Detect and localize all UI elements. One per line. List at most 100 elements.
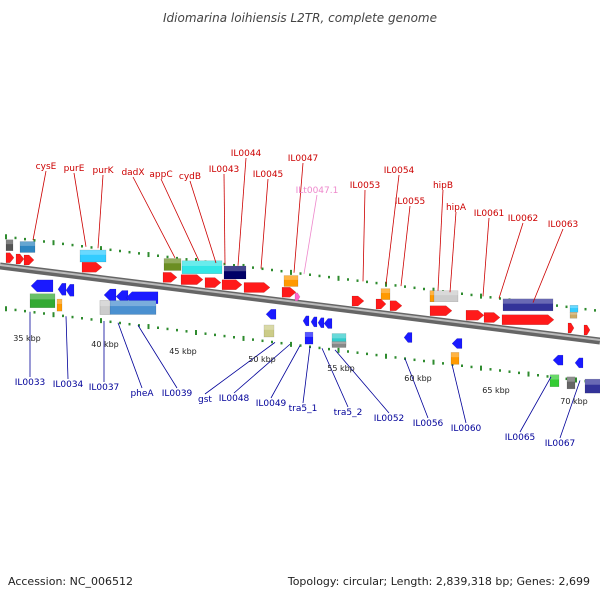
gene-block [163, 258, 182, 271]
reverse-gene-arrow [265, 309, 277, 320]
gene-block [450, 352, 460, 365]
label-leaders [29, 157, 581, 439]
page-title: Idiomarina loihiensis L2TR, complete gen… [163, 11, 437, 25]
gene-block [380, 288, 391, 300]
gene-block [5, 239, 14, 251]
gene-block-shine [305, 332, 313, 337]
forward-label: IL0043 [209, 165, 240, 175]
reverse-gene-arrow [30, 279, 54, 293]
reverse-gene-arrow [103, 288, 117, 302]
forward-label-leader [303, 194, 318, 275]
gene-block [181, 260, 223, 274]
forward-label-leader [189, 180, 217, 264]
forward-label-leader [73, 172, 87, 247]
gene-block [99, 300, 111, 315]
gene-block [283, 275, 299, 287]
gene-block-shine [164, 258, 181, 264]
gene-block [304, 331, 314, 345]
gene-block [584, 378, 600, 394]
forward-label: IL0045 [253, 170, 284, 180]
gene-block-shine [567, 376, 575, 382]
reverse-gene-arrow [65, 284, 75, 297]
gene-block [502, 298, 554, 312]
gene-block-shine [100, 300, 110, 307]
reverse-label: tra5_1 [289, 404, 318, 414]
reverse-gene-arrow [302, 315, 310, 327]
reverse-gene-arrow [403, 332, 413, 343]
gene-block-shine [550, 374, 559, 380]
reverse-label-leader [233, 343, 291, 394]
forward-label: dadX [121, 168, 144, 178]
gene-block-shine [182, 260, 222, 266]
kbp-tick-label: 35 kbp [13, 334, 41, 343]
forward-label: purK [92, 166, 114, 176]
forward-label: appC [149, 170, 172, 180]
forward-label: cydB [179, 172, 201, 182]
forward-label-leader [237, 157, 247, 266]
gene-block [56, 298, 63, 312]
rna-gene-arrow [294, 292, 301, 302]
kbp-tick-label: 55 kbp [327, 364, 355, 373]
forward-gene-arrow [221, 279, 243, 290]
kbp-tick-label: 40 kbp [91, 340, 119, 349]
gene-block-shine [80, 250, 106, 255]
forward-label: ILt0047.1 [296, 186, 339, 196]
forward-gene-arrow [15, 253, 25, 265]
gene-features [5, 239, 600, 394]
forward-gene-arrow [81, 262, 103, 273]
gene-block [429, 290, 435, 302]
gene-block-shine [264, 325, 274, 330]
reverse-label: IL0052 [374, 414, 405, 424]
gene-block-shine [451, 352, 459, 358]
reverse-label: gst [198, 395, 212, 405]
forward-gene-arrow [204, 277, 222, 288]
forward-label: purE [64, 164, 85, 174]
forward-gene-arrow [162, 272, 178, 283]
gene-block [29, 293, 56, 308]
gene-block-shine [6, 239, 13, 245]
kbp-tick-label: 70 kbp [560, 397, 588, 406]
forward-label: IL0053 [350, 181, 381, 191]
forward-label: IL0044 [231, 149, 262, 159]
forward-gene-arrow [243, 282, 271, 293]
reverse-label: IL0060 [451, 424, 482, 434]
reverse-label-leader [204, 342, 276, 395]
reverse-label: IL0065 [505, 433, 536, 443]
forward-label: hipA [446, 203, 467, 213]
forward-label: IL0047 [288, 154, 319, 164]
forward-gene-arrow [5, 252, 15, 263]
genome-backbone [0, 262, 600, 345]
forward-gene-arrow [23, 254, 35, 266]
reverse-label-leader [302, 346, 311, 404]
forward-label-leader [293, 162, 304, 273]
gene-block-shine [20, 241, 35, 246]
forward-label-leader [498, 222, 524, 299]
forward-label: IL0062 [508, 214, 539, 224]
reverse-label: pheA [130, 389, 154, 399]
gene-block [569, 312, 578, 319]
kbp-tick-label: 45 kbp [169, 347, 197, 356]
forward-label: hipB [433, 181, 453, 191]
gene-block-shine [332, 341, 346, 344]
forward-label-leader [97, 174, 104, 249]
forward-label-leader [400, 205, 411, 287]
reverse-label: IL0034 [53, 380, 84, 390]
reverse-gene-arrow [323, 318, 333, 329]
kbp-tick-label: 65 kbp [482, 386, 510, 395]
reverse-label: IL0067 [545, 439, 576, 449]
gene-block [549, 374, 560, 387]
reverse-label-leader [65, 316, 69, 380]
forward-gene-arrow [483, 312, 501, 323]
reverse-gene-arrow [552, 354, 564, 366]
gene-block [263, 324, 275, 338]
reverse-label-leader [559, 380, 581, 439]
gene-block-shine [224, 266, 246, 272]
gene-block-shine [585, 379, 600, 385]
forward-label-leader [160, 178, 200, 262]
forward-label-leader [385, 174, 400, 285]
forward-label-leader [449, 211, 457, 293]
forward-label-leader [532, 228, 564, 303]
reverse-label: IL0037 [89, 383, 120, 393]
